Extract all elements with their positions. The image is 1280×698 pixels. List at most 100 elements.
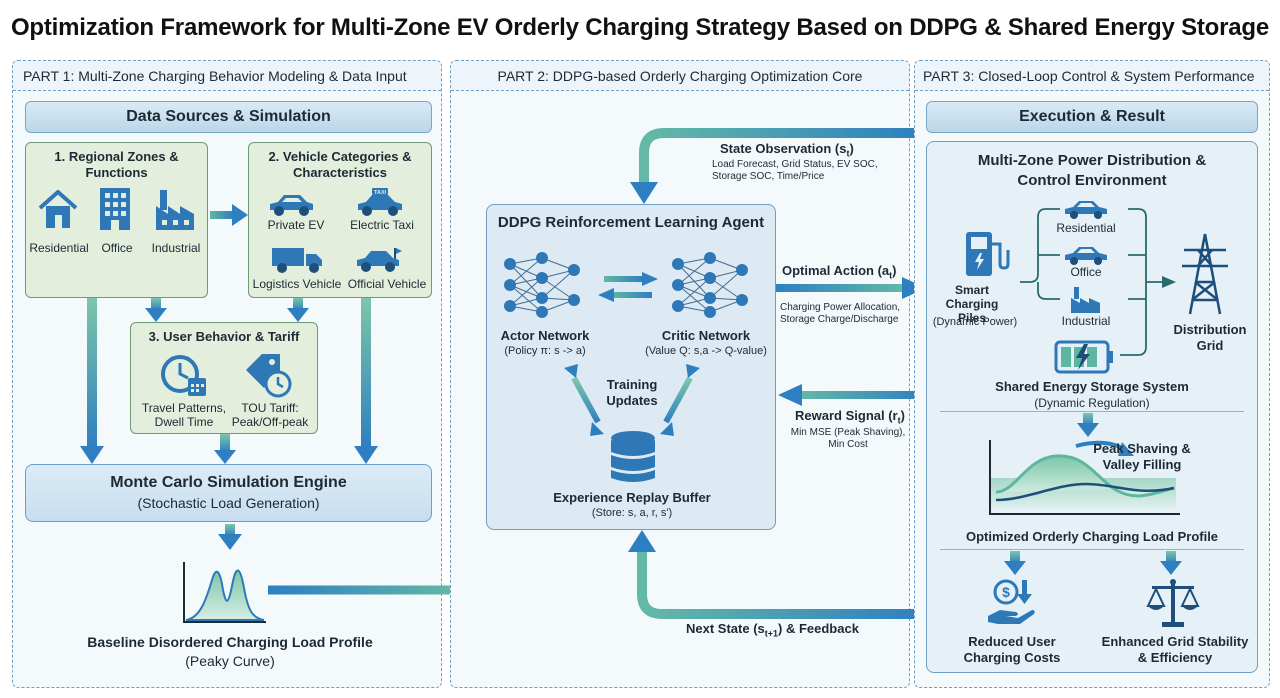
arrow-zones-to-vehicles	[210, 204, 248, 226]
result-grid-stability: Enhanced Grid Stability & Efficiency	[1101, 634, 1249, 665]
database-icon	[611, 431, 655, 482]
factory-icon	[156, 190, 194, 230]
monte-carlo-subtitle: (Stochastic Load Generation)	[137, 495, 320, 511]
charging-pile-icon	[966, 232, 1010, 276]
optimal-action-desc: Charging Power Allocation, Storage Charg…	[780, 302, 901, 325]
arrow-state-observation	[630, 128, 920, 204]
charging-piles-title: Smart Charging Piles	[945, 283, 999, 325]
reward-desc: Min MSE (Peak Shaving), Min Cost	[790, 427, 906, 450]
divider-1	[940, 411, 1244, 412]
optimal-action-title: Optimal Action (at)	[782, 263, 912, 281]
state-observation-desc: Load Forecast, Grid Status, EV SOC, Stor…	[712, 159, 878, 182]
part3-zone-industrial: Industrial	[1061, 314, 1111, 328]
arrow-next-state	[628, 530, 926, 619]
vehicle-label-electric-taxi: Electric Taxi	[350, 218, 414, 232]
training-arrows-right	[660, 364, 700, 436]
training-arrows-left	[564, 364, 604, 436]
critic-title: Critic Network	[661, 328, 751, 343]
part3-header: PART 3: Closed-Loop Control & System Per…	[915, 61, 1269, 91]
next-state-close: ) & Feedback	[778, 621, 859, 636]
reward-title: Reward Signal (rt)	[790, 408, 910, 426]
arrow-to-stability-result	[1160, 551, 1182, 575]
arrow-reward-signal	[778, 384, 926, 406]
behavior-title: 3. User Behavior & Tariff	[148, 329, 300, 344]
shared-storage-title: Shared Energy Storage System	[995, 379, 1189, 394]
office-car-icon	[1065, 247, 1107, 265]
vehicle-label-private-ev: Private EV	[267, 218, 325, 232]
svg-text:$: $	[1002, 584, 1010, 600]
actor-network-icon	[504, 252, 580, 318]
reward-title-main: Reward Signal (r	[795, 408, 898, 423]
arrow-monte-carlo-to-baseline	[218, 524, 242, 550]
vehicles-box	[248, 142, 432, 298]
baseline-title: Baseline Disordered Charging Load Profil…	[87, 634, 373, 650]
car-icon	[270, 195, 313, 216]
arrow-to-cost-result	[1004, 551, 1026, 575]
state-observation-title-main: State Observation (s	[720, 141, 847, 156]
replay-subtitle: (Store: s, a, r, s')	[591, 507, 673, 519]
balance-scale-icon	[1146, 579, 1200, 627]
monte-carlo-title: Monte Carlo Simulation Engine	[110, 474, 347, 491]
part3-zone-residential: Residential	[1056, 221, 1116, 235]
part3-banner: Execution & Result	[926, 101, 1258, 133]
baseline-subtitle: (Peaky Curve)	[185, 653, 275, 669]
critic-network-icon	[672, 252, 748, 318]
arrow-behavior-to-monte-carlo	[214, 434, 236, 464]
training-updates-label: Training Updates	[606, 377, 658, 408]
house-icon	[38, 190, 78, 228]
taxi-sign-text: TAXI	[374, 190, 387, 196]
next-state-title: Next State (st+1) & Feedback	[686, 621, 896, 639]
reward-close: )	[900, 408, 905, 423]
state-observation-subscript: t	[846, 148, 850, 159]
critic-subtitle: (Value Q: s,a -> Q-value)	[645, 345, 767, 357]
arrow-vehicles-to-monte-carlo	[354, 298, 378, 464]
next-state-title-main: Next State (s	[686, 621, 765, 636]
monte-carlo-box	[25, 464, 432, 522]
residential-car-icon	[1065, 201, 1107, 219]
zone-label-industrial: Industrial	[151, 241, 201, 255]
vehicle-label-official: Official Vehicle	[347, 277, 427, 291]
arrow-zones-to-monte-carlo	[80, 298, 104, 464]
optimal-action-title-main: Optimal Action (a	[782, 263, 890, 278]
cost-reduction-icon: $	[988, 579, 1035, 624]
baseline-peaky-chart	[183, 562, 266, 623]
shared-storage-subtitle: (Dynamic Regulation)	[1034, 396, 1150, 410]
distribution-connections	[1020, 208, 1176, 356]
agent-title: DDPG Reinforcement Learning Agent	[497, 214, 765, 231]
official-car-icon	[357, 248, 402, 272]
part3-zone-office: Office	[1070, 265, 1102, 279]
industrial-factory-icon	[1071, 287, 1100, 313]
next-state-subscript: t+1	[764, 628, 779, 639]
office-building-icon	[100, 188, 130, 230]
optimized-profile-label: Optimized Orderly Charging Load Profile	[965, 529, 1219, 544]
reward-subscript: t	[897, 415, 901, 426]
arrow-vehicles-to-behavior	[287, 298, 309, 322]
peak-shaving-label: Peak Shaving & Valley Filling	[1093, 441, 1191, 472]
zone-label-office: Office	[101, 241, 133, 255]
arrow-storage-to-peak	[1077, 413, 1099, 437]
replay-title: Experience Replay Buffer	[553, 490, 711, 505]
vehicle-label-logistics: Logistics Vehicle	[252, 277, 342, 291]
charging-piles-subtitle: (Dynamic Power)	[932, 316, 1018, 328]
zone-label-residential: Residential	[29, 241, 89, 255]
optimal-action-subscript: t	[889, 270, 893, 281]
state-observation-close: )	[849, 141, 854, 156]
part2-header: PART 2: DDPG-based Orderly Charging Opti…	[451, 61, 909, 91]
transmission-tower-icon	[1182, 233, 1228, 315]
actor-subtitle: (Policy π: s -> a)	[504, 345, 586, 357]
battery-storage-icon	[1054, 340, 1113, 374]
part1-banner: Data Sources & Simulation	[25, 101, 432, 133]
page-title: Optimization Framework for Multi-Zone EV…	[10, 14, 1270, 41]
divider-2	[940, 549, 1244, 550]
clock-calendar-icon	[161, 355, 206, 396]
actor-title: Actor Network	[500, 328, 590, 343]
actor-critic-exchange-arrows	[598, 272, 658, 302]
part1-header: PART 1: Multi-Zone Charging Behavior Mod…	[13, 61, 441, 91]
behavior-label-tou: TOU Tariff: Peak/Off-peak	[231, 401, 309, 429]
vehicles-title: 2. Vehicle Categories & Characteristics	[268, 149, 412, 180]
arrow-zones-to-behavior	[145, 298, 167, 322]
behavior-label-travel: Travel Patterns, Dwell Time	[141, 401, 227, 429]
distribution-grid-label: Distribution Grid	[1173, 322, 1247, 353]
environment-title: Multi-Zone Power Distribution & Control …	[977, 152, 1207, 189]
peak-shaving-chart	[989, 440, 1180, 515]
